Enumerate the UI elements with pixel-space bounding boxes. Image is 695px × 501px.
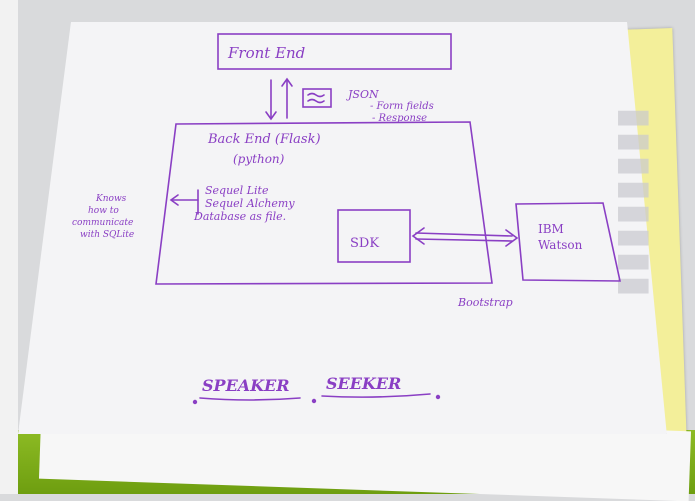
left-white-strip [0,0,18,494]
title-dot-right [435,394,441,400]
json-doc-scribble [307,92,325,104]
sdk-box [337,209,411,263]
paper-sheet [18,22,667,434]
down-arrow-head [265,111,277,121]
json-item-response: - Response [372,113,428,124]
ibm-label: IBM [538,222,564,236]
front-end-label: Front End [228,44,306,62]
title-dot-left [192,399,198,405]
speaker-underline [199,397,301,401]
db-line-alchemy: Sequel Alchemy [205,197,295,210]
front-end-box [217,33,452,70]
json-doc-box [302,88,332,108]
db-line-file: Database as file. [194,210,287,223]
back-end-title: Back End (Flask) [208,132,321,147]
watson-label: Watson [538,238,583,252]
json-item-form-fields: - Form fields [370,101,434,112]
side-note-line-1: Knows [96,194,127,204]
side-note-line-4: with SQLite [80,230,135,240]
json-label: JSON [348,88,379,101]
double-arrow-line-2 [415,238,513,242]
up-arrow-head [281,77,293,87]
side-note-arrow-head [169,194,179,206]
db-line-sqlite: Sequel Lite [205,184,269,197]
side-note-line-2: how to [88,206,119,216]
double-arrow-line-1 [415,232,513,237]
double-arrow-right-head [505,229,519,247]
sdk-label: SDK [350,236,380,251]
title-dot-middle [311,398,317,404]
bootstrap-label: Bootstrap [458,296,513,309]
ibm-watson-box [515,202,621,282]
side-note-line-3: communicate [72,218,134,228]
back-end-box [155,121,493,285]
double-arrow-left-head [411,227,425,245]
back-end-subtitle: (python) [233,152,285,166]
project-title-seeker: SEEKER [326,374,402,393]
project-title-speaker: SPEAKER [202,376,290,395]
seeker-underline [321,393,431,398]
